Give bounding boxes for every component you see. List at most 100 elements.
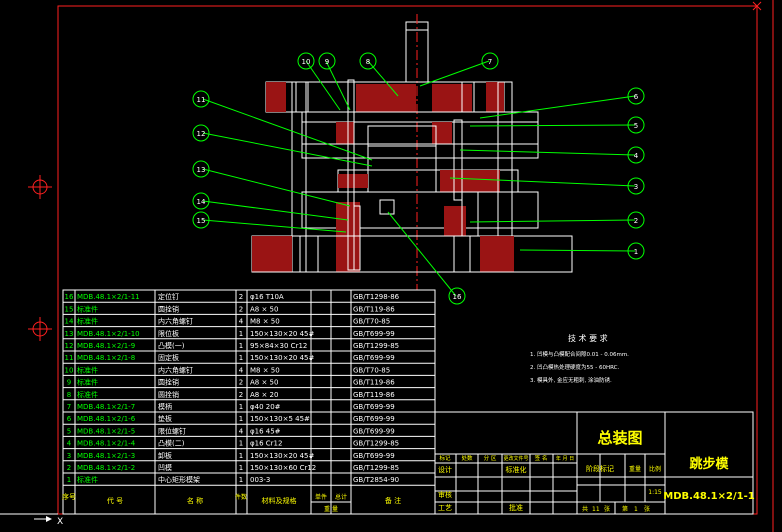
callout-9: 9 <box>318 52 336 70</box>
drawing-scale: 1:15 <box>648 489 662 496</box>
bom-cell-qty: 4 <box>239 318 244 326</box>
bom-cell-material: M8 × 50 <box>250 318 280 326</box>
svg-text:设计: 设计 <box>438 465 452 474</box>
bom-cell-remark: GB/T699-99 <box>353 452 395 460</box>
bom-cell-code: MDB.48.1×2/1-3 <box>77 452 135 460</box>
bom-cell-code: MDB.48.1×2/1-11 <box>77 293 140 301</box>
bom-cell-no: 6 <box>67 415 72 423</box>
bom-border <box>62 289 436 515</box>
svg-text:10: 10 <box>302 58 311 66</box>
bom-cell-name: 凸模(二) <box>158 439 185 448</box>
bom-cell-no: 2 <box>67 464 71 472</box>
callout-5: 5 <box>627 116 645 134</box>
bom-cell-name: 卸板 <box>158 451 172 460</box>
bom-cell-code: 标准件 <box>77 475 98 484</box>
svg-text:序号: 序号 <box>62 492 76 501</box>
bom-cell-qty: 1 <box>239 342 243 350</box>
bom-cell-material: φ16 Cr12 <box>250 440 282 448</box>
bom-cell-no: 5 <box>67 427 71 435</box>
drawing-code: MDB.48.1×2/1-1 <box>663 491 754 502</box>
svg-text:2: 2 <box>634 217 638 225</box>
svg-text:张: 张 <box>604 505 610 513</box>
ucs-icon: X <box>34 516 63 527</box>
bom-cell-remark: GB/T1299-85 <box>353 464 399 472</box>
svg-text:7: 7 <box>488 58 492 66</box>
bom-cell-code: MDB.48.1×2/1-6 <box>77 415 136 423</box>
svg-text:1. 凹模与凸模配合间隙0.01 - 0.06mm.: 1. 凹模与凸模配合间隙0.01 - 0.06mm. <box>530 350 629 358</box>
bom-cell-name: 模柄 <box>158 402 172 411</box>
bom-cell-no: 9 <box>67 379 71 387</box>
svg-text:阶段标记: 阶段标记 <box>586 464 614 473</box>
bom-cell-material: φ16 45# <box>250 427 281 435</box>
bom-cell-remark: GB/T119-86 <box>353 391 395 399</box>
bom-cell-no: 8 <box>67 391 71 399</box>
bom-cell-remark: GB/T699-99 <box>353 330 395 338</box>
callout-15: 15 <box>192 211 210 229</box>
svg-text:比例: 比例 <box>649 465 661 473</box>
svg-text:标记: 标记 <box>439 454 451 462</box>
svg-text:15: 15 <box>197 217 206 225</box>
callout-6: 6 <box>627 87 645 105</box>
bom-cell-name: 内六角螺钉 <box>158 365 193 374</box>
svg-text:代 号: 代 号 <box>107 496 123 505</box>
bom-cell-code: 标准件 <box>77 390 98 399</box>
bom-cell-qty: 1 <box>239 415 243 423</box>
callout-3: 3 <box>627 177 645 195</box>
svg-text:3. 模具外, 金应无粗刺, 涂油防锈.: 3. 模具外, 金应无粗刺, 涂油防锈. <box>530 376 612 384</box>
bom-cell-qty: 2 <box>239 305 243 313</box>
svg-text:工艺: 工艺 <box>438 504 452 512</box>
bom-cell-no: 13 <box>65 330 74 338</box>
bom-cell-remark: GB/T1298-86 <box>353 293 400 301</box>
callout-7: 7 <box>481 52 499 70</box>
bom-cell-no: 3 <box>67 452 71 460</box>
bom-cell-no: 11 <box>65 354 74 362</box>
backing-plate <box>301 111 539 123</box>
bom-cell-material: 150×130×5 45# <box>250 415 310 423</box>
bom-cell-no: 12 <box>65 342 74 350</box>
svg-text:审核: 审核 <box>438 490 452 499</box>
callout-13: 13 <box>192 160 210 178</box>
svg-text:11: 11 <box>197 96 206 104</box>
svg-text:名 称: 名 称 <box>187 496 203 505</box>
bom-cell-name: 凸模(一) <box>158 341 185 350</box>
bom-cell-name: 定位钉 <box>158 292 179 301</box>
svg-text:件数: 件数 <box>235 493 247 501</box>
bom-cell-code: MDB.48.1×2/1-2 <box>77 464 135 472</box>
svg-text:12: 12 <box>197 130 206 138</box>
bom-cell-material: M8 × 50 <box>250 366 280 374</box>
bom-cell-remark: GB/T70-85 <box>353 318 390 326</box>
bom-cell-name: 限位螺钉 <box>158 426 186 435</box>
drawing-title: 总装图 <box>597 429 642 447</box>
bom-cell-code: 标准件 <box>77 378 98 387</box>
svg-text:签 名: 签 名 <box>535 454 548 462</box>
bom-cell-name: 凹模 <box>158 463 172 472</box>
bom-cell-qty: 4 <box>239 366 244 374</box>
bom-cell-material: 95×84×30 Cr12 <box>250 342 307 350</box>
stripper-plate <box>301 143 539 159</box>
bom-cell-name: 内六角螺钉 <box>158 317 193 326</box>
callout-leaders <box>202 60 636 297</box>
bom-cell-name: 固定板 <box>158 353 179 362</box>
svg-text:9: 9 <box>325 58 329 66</box>
svg-text:共: 共 <box>582 505 588 513</box>
bom-cell-name: 中心矩形模架 <box>158 475 200 484</box>
bom-cell-no: 1 <box>67 476 71 484</box>
bom-cell-code: 标准件 <box>77 365 98 374</box>
bom-cell-material: 150×130×20 45# <box>250 354 314 362</box>
svg-text:2. 凹凸模热处理硬度为55 - 60HRC.: 2. 凹凸模热处理硬度为55 - 60HRC. <box>530 363 619 371</box>
bom-cell-code: MDB.48.1×2/1-9 <box>77 342 135 350</box>
svg-text:总计: 总计 <box>335 493 347 501</box>
bom-cell-remark: GB/T2854-90 <box>353 476 399 484</box>
callout-4: 4 <box>627 146 645 164</box>
drawing-name: 跳步模 <box>689 456 729 472</box>
